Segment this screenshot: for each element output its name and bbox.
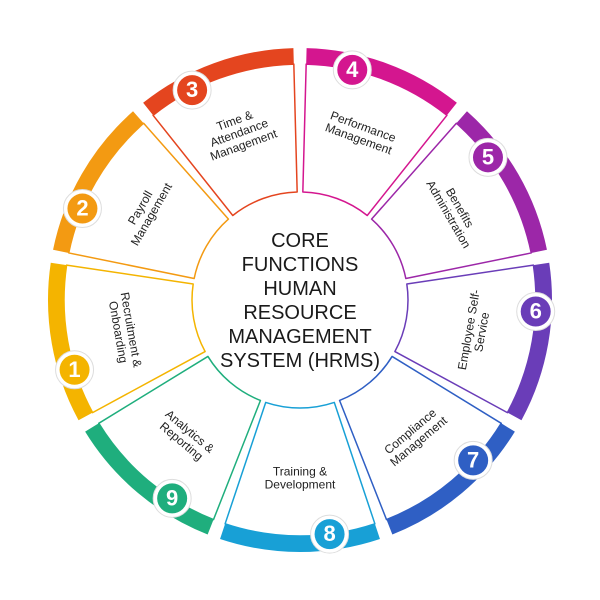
center-title-line: CORE — [271, 230, 329, 252]
badge-circle — [458, 445, 489, 476]
badge-circle — [472, 142, 503, 173]
center-title-line: FUNCTIONS — [242, 254, 359, 276]
center-title-line: MANAGEMENT — [228, 326, 371, 348]
badge-circle — [520, 296, 551, 327]
badge-number: 2 — [76, 196, 88, 221]
badge-circle — [337, 54, 368, 85]
badge-circle — [67, 193, 98, 224]
center-title-line: SYSTEM (HRMS) — [220, 350, 380, 372]
badge-number: 5 — [482, 144, 494, 169]
segment-band — [47, 262, 93, 421]
segment-band — [143, 48, 294, 116]
badge-circle — [314, 519, 345, 550]
badge-circle — [59, 354, 90, 385]
segment-label-line: Service — [471, 311, 492, 353]
badge-number: 7 — [467, 447, 479, 472]
badge-number: 6 — [530, 299, 542, 324]
segment-label: Training &Development — [265, 465, 336, 492]
segment-label-line: Training & — [273, 465, 327, 479]
badge-number: 3 — [186, 77, 198, 102]
center-title-line: RESOURCE — [243, 302, 356, 324]
badge-circle — [157, 483, 188, 514]
badge-number: 8 — [323, 521, 335, 546]
segment-label-line: Development — [265, 478, 336, 492]
segment-band — [456, 111, 547, 253]
badge-number: 9 — [166, 485, 178, 510]
badge-number: 1 — [68, 357, 80, 382]
segments-layer: Recruitment &Onboarding1PayrollManagemen… — [47, 48, 556, 554]
segment-8: Training &Development 8 — [220, 401, 380, 554]
badge-circle — [177, 75, 208, 106]
center-title-line: HUMAN — [263, 278, 336, 300]
badge-number: 4 — [346, 57, 359, 82]
